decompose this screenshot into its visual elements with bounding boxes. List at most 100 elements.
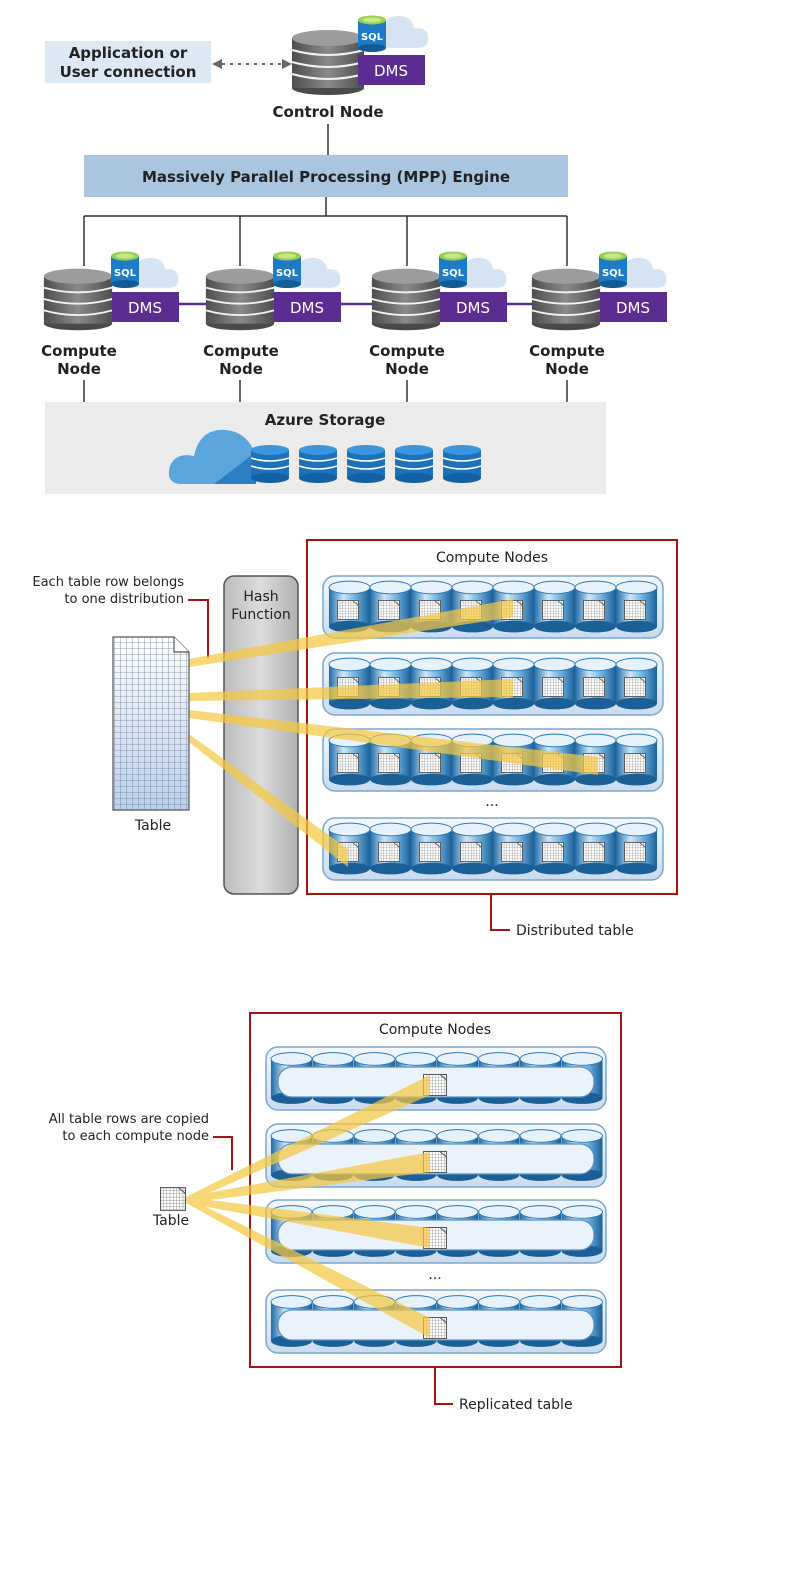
storage-connectors xyxy=(83,380,568,402)
sql-badge: SQL xyxy=(276,268,299,279)
server-icon xyxy=(291,29,365,96)
sql-badge: SQL xyxy=(361,32,384,43)
dms-box xyxy=(358,55,425,85)
replicated-caption: Replicated table xyxy=(459,1397,573,1413)
replicated-node-tray xyxy=(265,1289,607,1354)
row-table-icon xyxy=(624,677,646,697)
compute-node-label-line2: Node xyxy=(57,360,101,378)
compute-node-label-line1: Compute xyxy=(203,342,279,360)
server-icon xyxy=(370,267,442,332)
compute-node-label-line2: Node xyxy=(385,360,429,378)
storage-disk-icon xyxy=(442,444,482,484)
dms-label: DMS xyxy=(456,299,490,317)
distributed-node-tray xyxy=(322,817,664,881)
distributed-caption-leader xyxy=(490,894,510,931)
replicated-table-label: Table xyxy=(152,1213,189,1229)
replication-beam xyxy=(186,1075,430,1203)
dms-box xyxy=(274,292,341,322)
row-table-icon xyxy=(542,600,564,620)
row-table-icon xyxy=(501,842,523,862)
distributed-node-trays xyxy=(322,575,664,881)
compute-node-label-line1: Compute xyxy=(41,342,117,360)
control-node-label: Control Node xyxy=(273,103,384,121)
replication-beam xyxy=(186,1152,430,1203)
replicated-annotation-line1: All table rows are copied xyxy=(49,1112,209,1127)
dms-label: DMS xyxy=(290,299,324,317)
distributed-annotation-leader xyxy=(188,599,209,658)
distribution-beam xyxy=(189,679,513,701)
dms-label: DMS xyxy=(128,299,162,317)
replicated-node-tray xyxy=(265,1199,607,1264)
replication-beam xyxy=(186,1197,430,1338)
row-table-icon xyxy=(583,842,605,862)
distribution-beam xyxy=(189,710,598,775)
distributed-table-label: Table xyxy=(134,818,171,834)
replicated-ellipsis: ... xyxy=(428,1267,441,1283)
source-table-icon xyxy=(112,636,190,811)
replicated-caption-leader xyxy=(434,1367,453,1405)
distribution-beams xyxy=(189,599,598,867)
dms-box xyxy=(440,292,507,322)
dms-label: DMS xyxy=(616,299,650,317)
row-table-icon xyxy=(378,600,400,620)
app-connection-box xyxy=(45,41,211,83)
row-table-icon xyxy=(460,842,482,862)
distribution-beam xyxy=(189,599,513,667)
azure-cloud-icon xyxy=(168,429,256,484)
compute-node-label-line2: Node xyxy=(545,360,589,378)
app-connection-label-line1: Application or xyxy=(69,44,188,62)
dms-label: DMS xyxy=(374,62,408,80)
compute-node-label-line2: Node xyxy=(219,360,263,378)
replication-beam xyxy=(186,1197,430,1248)
sql-badge: SQL xyxy=(602,268,625,279)
row-table-icon xyxy=(419,842,441,862)
storage-disks xyxy=(250,444,482,484)
distributed-section: Compute Nodes Each table row belongs to … xyxy=(32,539,678,939)
row-table-icon xyxy=(542,677,564,697)
distributed-annotation-line1: Each table row belongs xyxy=(32,575,184,590)
distributed-ellipsis: ... xyxy=(485,794,498,810)
replicated-annotation-line2: to each compute node xyxy=(62,1129,209,1144)
compute-node-label-line1: Compute xyxy=(369,342,445,360)
azure-storage-label: Azure Storage xyxy=(265,411,386,429)
row-table-icon xyxy=(583,600,605,620)
hash-function-label-line1: Hash xyxy=(243,589,278,605)
source-table-small-icon xyxy=(160,1187,186,1211)
compute-node-tree-lines xyxy=(83,197,568,266)
row-table-icon xyxy=(583,677,605,697)
connection-arrow xyxy=(212,59,292,69)
replicated-section: Compute Nodes All table rows are copied … xyxy=(49,1012,622,1413)
row-table-icon xyxy=(542,842,564,862)
mpp-engine-label: Massively Parallel Processing (MPP) Engi… xyxy=(142,168,510,186)
app-connection-label-line2: User connection xyxy=(60,63,197,81)
compute-node-label-line1: Compute xyxy=(529,342,605,360)
compute-nodes-row: SQLDMSComputeNodeSQLDMSComputeNodeSQLDMS… xyxy=(41,251,667,378)
replicated-node-tray xyxy=(265,1046,607,1111)
row-table-icon xyxy=(624,600,646,620)
replication-beams xyxy=(186,1075,430,1338)
dms-box xyxy=(600,292,667,322)
sql-badge: SQL xyxy=(442,268,465,279)
distribution-beam xyxy=(189,734,348,867)
distributed-compute-nodes-title: Compute Nodes xyxy=(436,550,548,566)
hash-function-label-line2: Function xyxy=(231,607,291,623)
row-table-icon xyxy=(378,753,400,773)
hash-function-box xyxy=(223,575,299,895)
distributed-annotation-line2: to one distribution xyxy=(64,592,184,607)
row-table-icon xyxy=(378,842,400,862)
server-icon xyxy=(204,267,276,332)
mpp-engine-bar xyxy=(84,155,568,197)
replicated-compute-nodes-title: Compute Nodes xyxy=(379,1022,491,1038)
sql-badge: SQL xyxy=(114,268,137,279)
storage-disk-icon xyxy=(346,444,386,484)
storage-disk-icon xyxy=(250,444,290,484)
row-table-icon xyxy=(337,600,359,620)
distributed-caption: Distributed table xyxy=(516,923,634,939)
dms-box xyxy=(112,292,179,322)
storage-disk-icon xyxy=(298,444,338,484)
